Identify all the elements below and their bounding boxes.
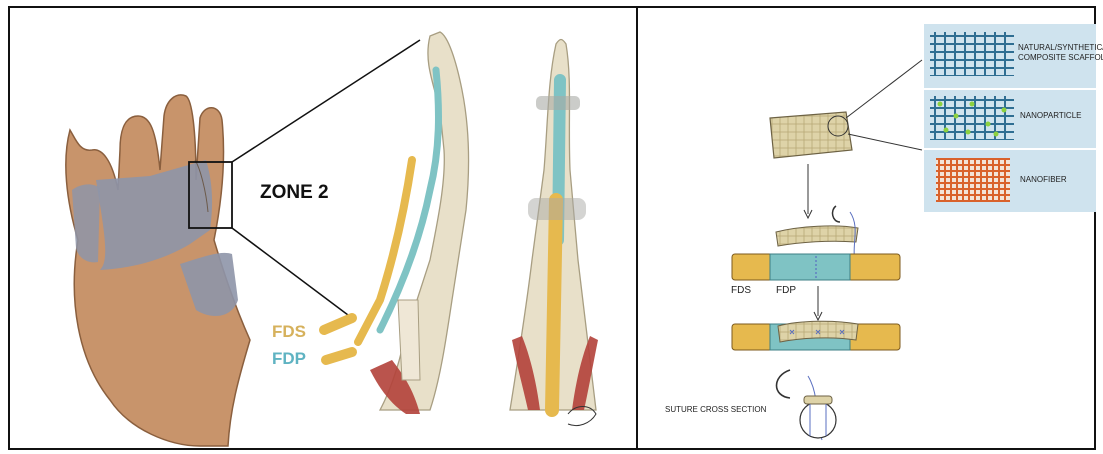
composite-scaffold-label-line2: COMPOSITE SCAFFOLD: [1018, 53, 1103, 63]
needle-icon: [777, 370, 791, 398]
tendon-repair-before: [732, 254, 900, 320]
fds-legend: FDS: [272, 322, 306, 342]
hand-illustration: [66, 40, 420, 446]
tendon-repair-with-scaffold: [732, 321, 900, 350]
zone-label: ZONE 2: [260, 182, 329, 204]
nanofiber-swatch: [936, 158, 1010, 202]
nanoparticle-label: NANOPARTICLE: [1020, 111, 1082, 120]
scaffold-strip: [776, 226, 858, 246]
finger-palmar-view: [510, 40, 598, 426]
composite-scaffold-label-line1: NATURAL/SYNTHETIC/: [1018, 43, 1103, 53]
fdp-legend: FDP: [272, 349, 306, 369]
composite-scaffold-label: NATURAL/SYNTHETIC/ COMPOSITE SCAFFOLD: [1018, 43, 1103, 63]
suture-cross-section-label: SUTURE CROSS SECTION: [665, 405, 766, 414]
scaffold-patch: [770, 60, 922, 218]
suture-cross-section: [777, 370, 837, 440]
nanofiber-label: NANOFIBER: [1020, 175, 1067, 184]
needle-icon: [833, 206, 840, 222]
tendon-fdp-label: FDP: [776, 285, 796, 296]
tendon-fds-label: FDS: [731, 285, 751, 296]
finger-lateral-view: [324, 32, 469, 414]
composite-scaffold-swatch: [930, 32, 1014, 76]
